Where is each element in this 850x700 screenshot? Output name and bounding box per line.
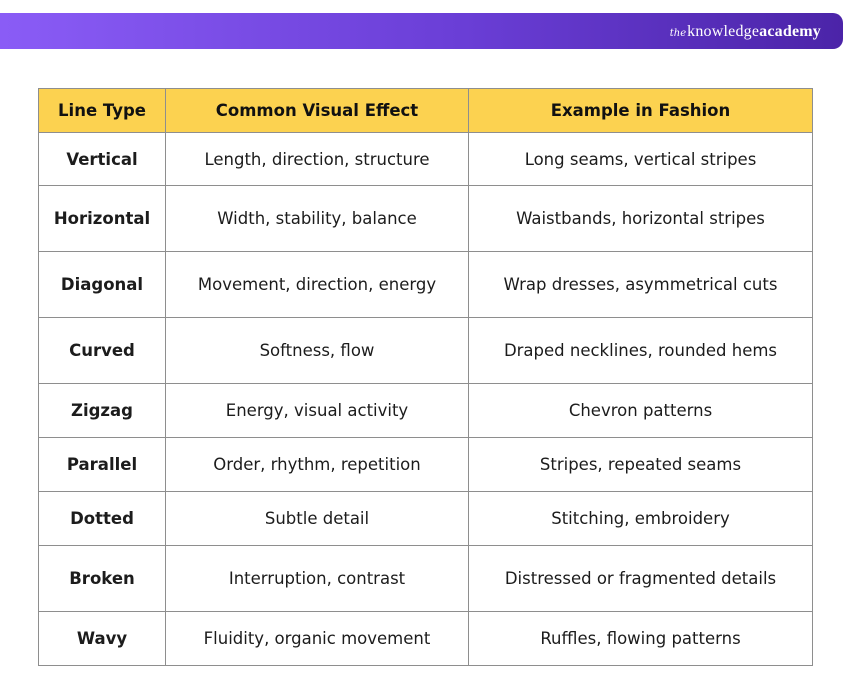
line-type-cell: Wavy (38, 611, 166, 666)
brand-logo: theknowledgeacademy (670, 13, 821, 49)
visual-effect-cell: Width, stability, balance (165, 185, 469, 252)
visual-effect-cell: Subtle detail (165, 491, 469, 546)
fashion-example-cell: Wrap dresses, asymmetrical cuts (468, 251, 813, 318)
line-type-cell: Broken (38, 545, 166, 612)
header-fashion-example: Example in Fashion (468, 88, 813, 133)
fashion-example-cell: Stripes, repeated seams (468, 437, 813, 492)
line-type-cell: Dotted (38, 491, 166, 546)
brand-banner: theknowledgeacademy (0, 13, 843, 49)
logo-academy-text: academy (759, 23, 821, 40)
fashion-example-cell: Long seams, vertical stripes (468, 132, 813, 186)
table-row: Wavy Fluidity, organic movement Ruffles,… (38, 611, 813, 666)
table-header-row: Line Type Common Visual Effect Example i… (38, 88, 813, 133)
logo-knowledge-text: knowledge (687, 23, 760, 40)
table-row: Dotted Subtle detail Stitching, embroide… (38, 491, 813, 546)
fashion-example-cell: Chevron patterns (468, 383, 813, 438)
visual-effect-cell: Interruption, contrast (165, 545, 469, 612)
header-visual-effect: Common Visual Effect (165, 88, 469, 133)
fashion-example-cell: Draped necklines, rounded hems (468, 317, 813, 384)
table-row: Zigzag Energy, visual activity Chevron p… (38, 383, 813, 438)
line-type-cell: Vertical (38, 132, 166, 186)
fashion-example-cell: Stitching, embroidery (468, 491, 813, 546)
line-type-cell: Zigzag (38, 383, 166, 438)
table-row: Diagonal Movement, direction, energy Wra… (38, 251, 813, 318)
table-row: Horizontal Width, stability, balance Wai… (38, 185, 813, 252)
visual-effect-cell: Movement, direction, energy (165, 251, 469, 318)
header-line-type: Line Type (38, 88, 166, 133)
fashion-example-cell: Distressed or fragmented details (468, 545, 813, 612)
fashion-example-cell: Waistbands, horizontal stripes (468, 185, 813, 252)
line-type-cell: Diagonal (38, 251, 166, 318)
table-row: Curved Softness, flow Draped necklines, … (38, 317, 813, 384)
visual-effect-cell: Energy, visual activity (165, 383, 469, 438)
table-row: Broken Interruption, contrast Distressed… (38, 545, 813, 612)
line-type-cell: Horizontal (38, 185, 166, 252)
table-row: Parallel Order, rhythm, repetition Strip… (38, 437, 813, 492)
table-row: Vertical Length, direction, structure Lo… (38, 132, 813, 186)
logo-the-text: the (669, 28, 687, 39)
visual-effect-cell: Fluidity, organic movement (165, 611, 469, 666)
visual-effect-cell: Order, rhythm, repetition (165, 437, 469, 492)
visual-effect-cell: Length, direction, structure (165, 132, 469, 186)
visual-effect-cell: Softness, flow (165, 317, 469, 384)
line-type-cell: Curved (38, 317, 166, 384)
line-type-cell: Parallel (38, 437, 166, 492)
line-types-table: Line Type Common Visual Effect Example i… (38, 88, 813, 666)
fashion-example-cell: Ruffles, flowing patterns (468, 611, 813, 666)
